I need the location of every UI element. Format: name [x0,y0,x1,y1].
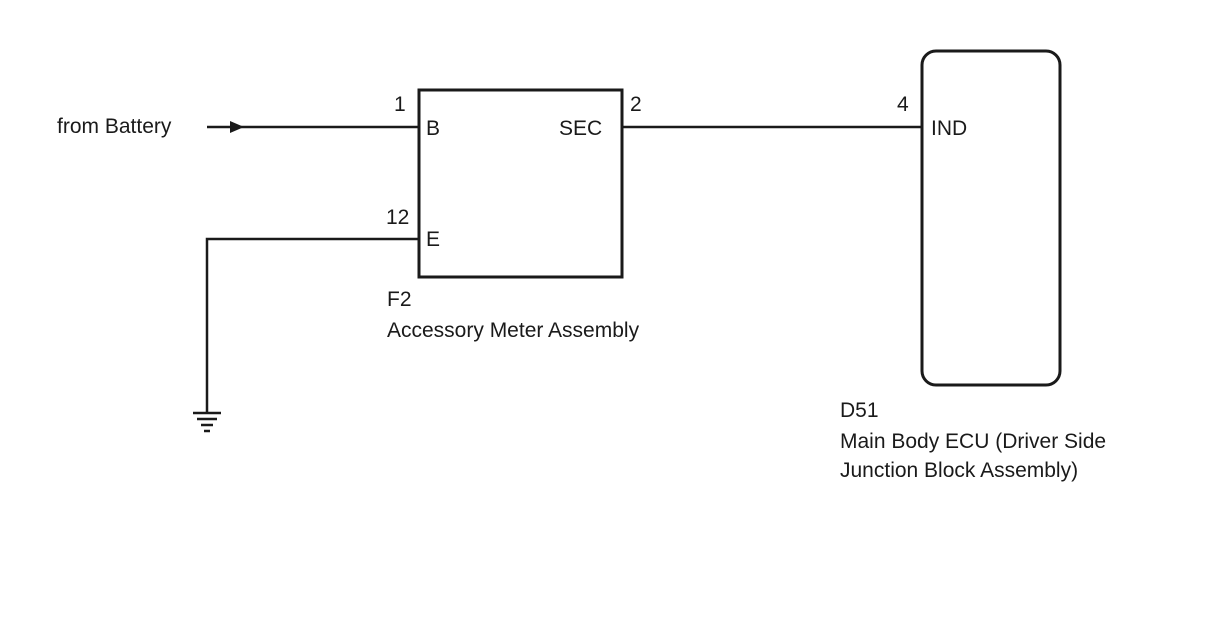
pin-e-number: 12 [386,206,409,229]
main-body-ecu-name-line1: Main Body ECU (Driver Side [840,430,1106,453]
pin-b-number: 1 [394,93,406,116]
pin-e-name: E [426,228,440,251]
battery-source-label: from Battery [57,115,172,138]
main-body-ecu-connector: D51 [840,399,879,422]
ground-wire [205,237,419,413]
pin-sec-number: 2 [630,93,642,116]
main-body-ecu-name-line2: Junction Block Assembly) [840,459,1078,482]
ground-symbol-icon [193,411,221,433]
main-body-ecu-box [920,49,1062,387]
accessory-meter-connector: F2 [387,288,412,311]
pin-ind-number: 4 [897,93,909,116]
pin-ind-name: IND [931,117,967,140]
pin-sec-name: SEC [559,117,602,140]
accessory-meter-name: Accessory Meter Assembly [387,319,640,342]
pin-b-name: B [426,117,440,140]
accessory-meter-box [417,88,624,279]
battery-arrow-icon [230,121,244,133]
